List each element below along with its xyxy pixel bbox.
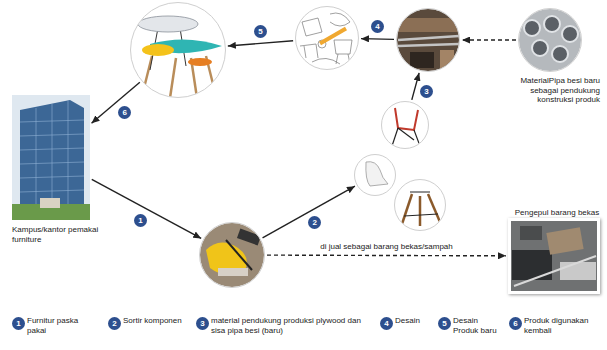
- workshop-photo: [396, 8, 460, 72]
- caption: Pengepul barang bekas: [501, 208, 607, 218]
- pipe-photo: [518, 8, 582, 72]
- photo-circle: [199, 222, 265, 288]
- callout-number: 1: [12, 317, 25, 330]
- photo-box: Kampus/kantor pemakai furniture: [12, 95, 90, 220]
- callout-number: 1: [134, 214, 147, 227]
- step-text: Furnitur paska pakai: [27, 316, 97, 335]
- circle-outline: [396, 8, 460, 72]
- flow-arrow: [361, 38, 394, 40]
- dashed-arrow: [462, 39, 516, 40]
- flow-arrow: [92, 82, 140, 123]
- chair-photo: [130, 2, 226, 98]
- circle-outline: [130, 2, 226, 98]
- legs-photo: [394, 179, 446, 231]
- callout-number: 3: [420, 85, 433, 98]
- sorting-photo: [199, 222, 265, 288]
- callout-number: 5: [254, 25, 267, 38]
- flow-arrow: [412, 73, 419, 100]
- callout-number: 3: [196, 317, 209, 330]
- circle-outline: [354, 154, 396, 196]
- step-text: Desain Produk baru: [453, 316, 505, 335]
- photo-circle: [381, 101, 429, 149]
- sketch-photo: [295, 6, 359, 70]
- dashed-arrow: [267, 254, 506, 256]
- callout-number: 4: [371, 20, 384, 33]
- step-text: material pendukung produksi plywood dan …: [211, 316, 371, 335]
- circle-outline: [199, 222, 265, 288]
- circle-outline: [394, 179, 446, 231]
- step-text: Sortir komponen: [123, 316, 191, 326]
- step-text: Desain: [395, 316, 435, 326]
- frame-photo: [381, 101, 429, 149]
- photo-circle: [295, 6, 359, 70]
- junk-photo: [508, 218, 600, 294]
- building-photo: [12, 95, 90, 220]
- step-text: Produk digunakan kembali: [524, 316, 602, 335]
- photo-circle: MaterialPipa besi baru sebagai pendukung…: [518, 8, 582, 72]
- callout-number: 6: [118, 106, 131, 119]
- flow-arrow: [228, 41, 293, 46]
- callout-number: 4: [380, 317, 393, 330]
- seat-photo: [354, 154, 396, 196]
- circle-outline: [381, 101, 429, 149]
- flow-arrow: [263, 186, 355, 238]
- caption: Kampus/kantor pemakai furniture: [12, 225, 104, 244]
- photo-circle: [130, 2, 226, 98]
- circle-outline: [295, 6, 359, 70]
- caption: MaterialPipa besi baru sebagai pendukung…: [496, 76, 600, 105]
- flow-arrow: [92, 179, 201, 238]
- callout-number: 6: [509, 317, 522, 330]
- photo-circle: [354, 154, 396, 196]
- circle-outline: [518, 8, 582, 72]
- photo-circle: [394, 179, 446, 231]
- callout-number: 5: [438, 317, 451, 330]
- edge-label: di jual sebagai barang bekas/sampah: [318, 242, 455, 252]
- callout-number: 2: [108, 317, 121, 330]
- photo-circle: [396, 8, 460, 72]
- callout-number: 2: [308, 216, 321, 229]
- photo-box: Pengepul barang bekas: [508, 218, 600, 294]
